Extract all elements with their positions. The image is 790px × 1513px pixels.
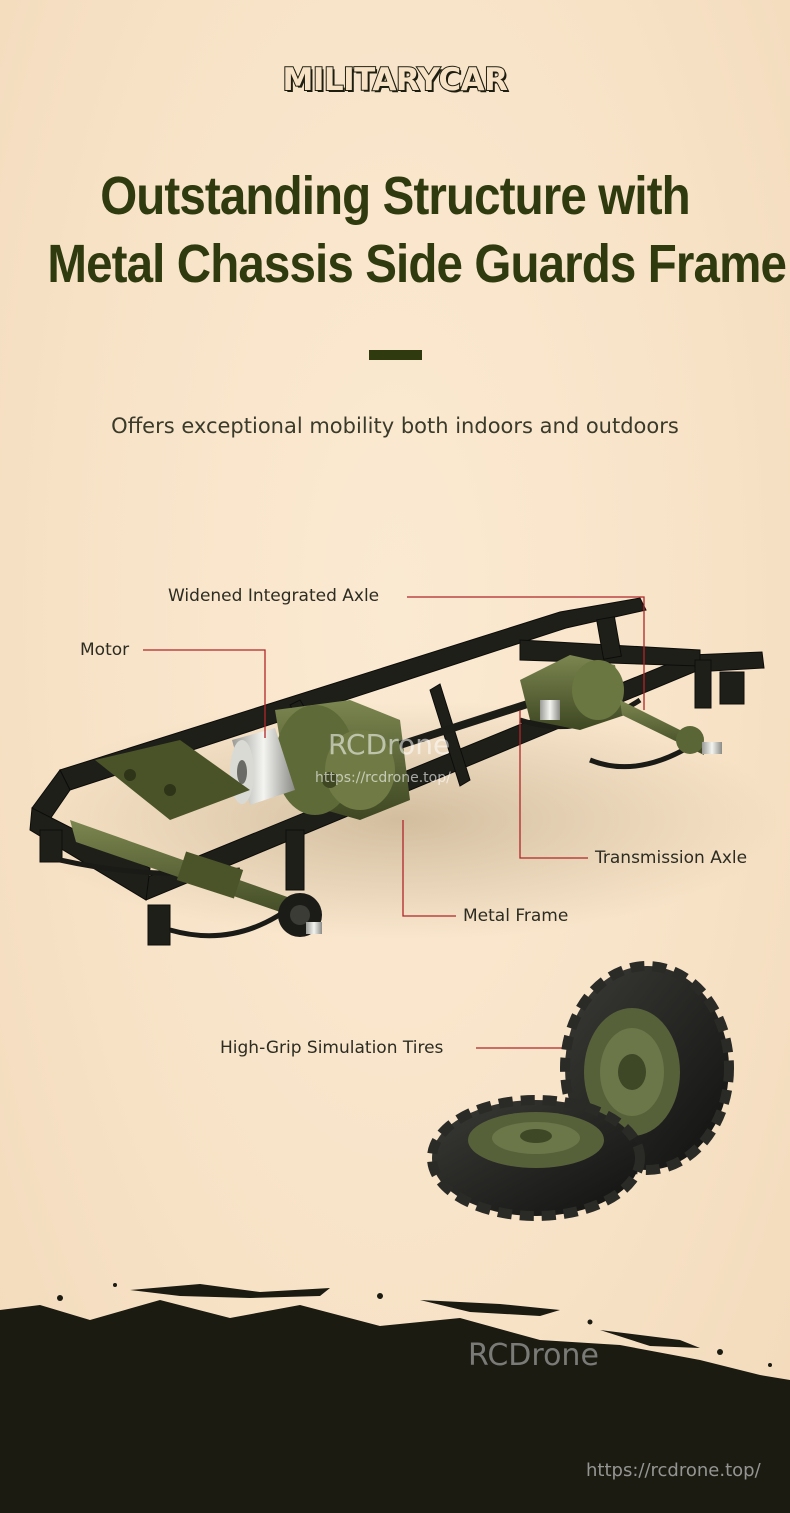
axle-leader bbox=[407, 596, 645, 710]
headline-line-1: Outstanding Structure with bbox=[100, 166, 690, 226]
callout-motor: Motor bbox=[80, 640, 130, 660]
callout-metal-frame: Metal Frame bbox=[463, 906, 569, 926]
gearbox-assembly bbox=[275, 700, 410, 820]
drive-shaft bbox=[398, 696, 542, 749]
tire-front bbox=[427, 1095, 645, 1221]
motor bbox=[230, 728, 295, 805]
callout-high-grip-tires: High-Grip Simulation Tires bbox=[220, 1038, 444, 1058]
callout-lines bbox=[143, 596, 645, 1049]
callout-widened-integrated-axle: Widened Integrated Axle bbox=[168, 586, 380, 606]
watermark-url-bottom: https://rcdrone.top/ bbox=[586, 1460, 761, 1481]
transmission-leader bbox=[519, 710, 588, 859]
watermark-name-bottom: RCDrone bbox=[468, 1338, 599, 1373]
headline-divider bbox=[369, 350, 422, 360]
brand-logo: MILITARYCAR bbox=[281, 61, 509, 99]
watermark-url: https://rcdrone.top/ bbox=[315, 770, 451, 786]
callout-transmission-axle: Transmission Axle bbox=[595, 848, 748, 868]
frame-leader bbox=[402, 820, 456, 917]
battery-tray bbox=[95, 740, 250, 820]
grunge-ground bbox=[0, 1283, 790, 1513]
subtitle: Offers exceptional mobility both indoors… bbox=[111, 414, 679, 438]
transmission-axle bbox=[520, 655, 722, 755]
rear-axle bbox=[70, 820, 322, 937]
motor-leader bbox=[143, 649, 266, 738]
watermark-name: RCDrone bbox=[328, 728, 451, 761]
headline-line-2: Metal Chassis Side Guards Frame bbox=[47, 234, 787, 294]
